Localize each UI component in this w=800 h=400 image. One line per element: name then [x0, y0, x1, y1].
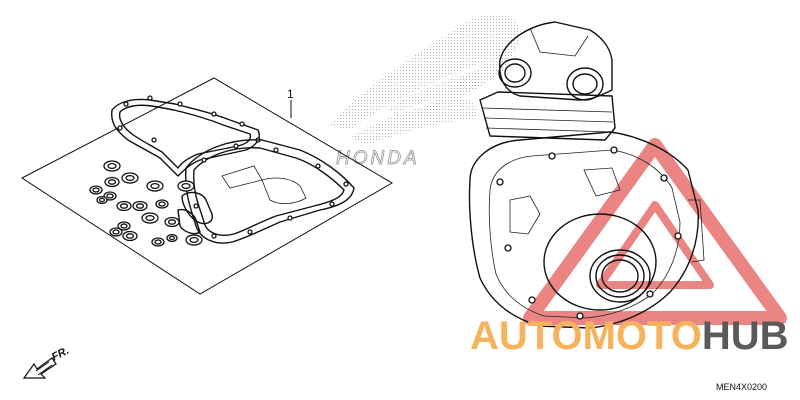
front-direction-label: FR. — [50, 345, 71, 364]
diagram-code: MEN4X0200 — [716, 382, 767, 392]
watermark-text-gray: HUB — [702, 314, 789, 358]
front-direction-arrow-icon — [22, 357, 57, 379]
gasket-kit-sheet — [21, 77, 393, 295]
small-gaskets — [177, 191, 213, 235]
watermark-text-orange: AUTOMOTO — [470, 314, 702, 358]
o-ring-set — [89, 160, 203, 247]
honda-brand-text: HONDA — [336, 148, 420, 169]
engine-illustration — [468, 21, 705, 329]
automotohub-watermark: AUTOMOTOHUB — [470, 314, 789, 358]
honda-wing-logo — [330, 14, 521, 145]
top-end-gasket — [111, 95, 261, 177]
svg-text:AUTOMOTOHUB: AUTOMOTOHUB — [470, 314, 789, 358]
watermark-triangle — [523, 138, 787, 325]
callout-number: 1 — [287, 87, 294, 101]
crankcase-gasket — [184, 139, 355, 244]
